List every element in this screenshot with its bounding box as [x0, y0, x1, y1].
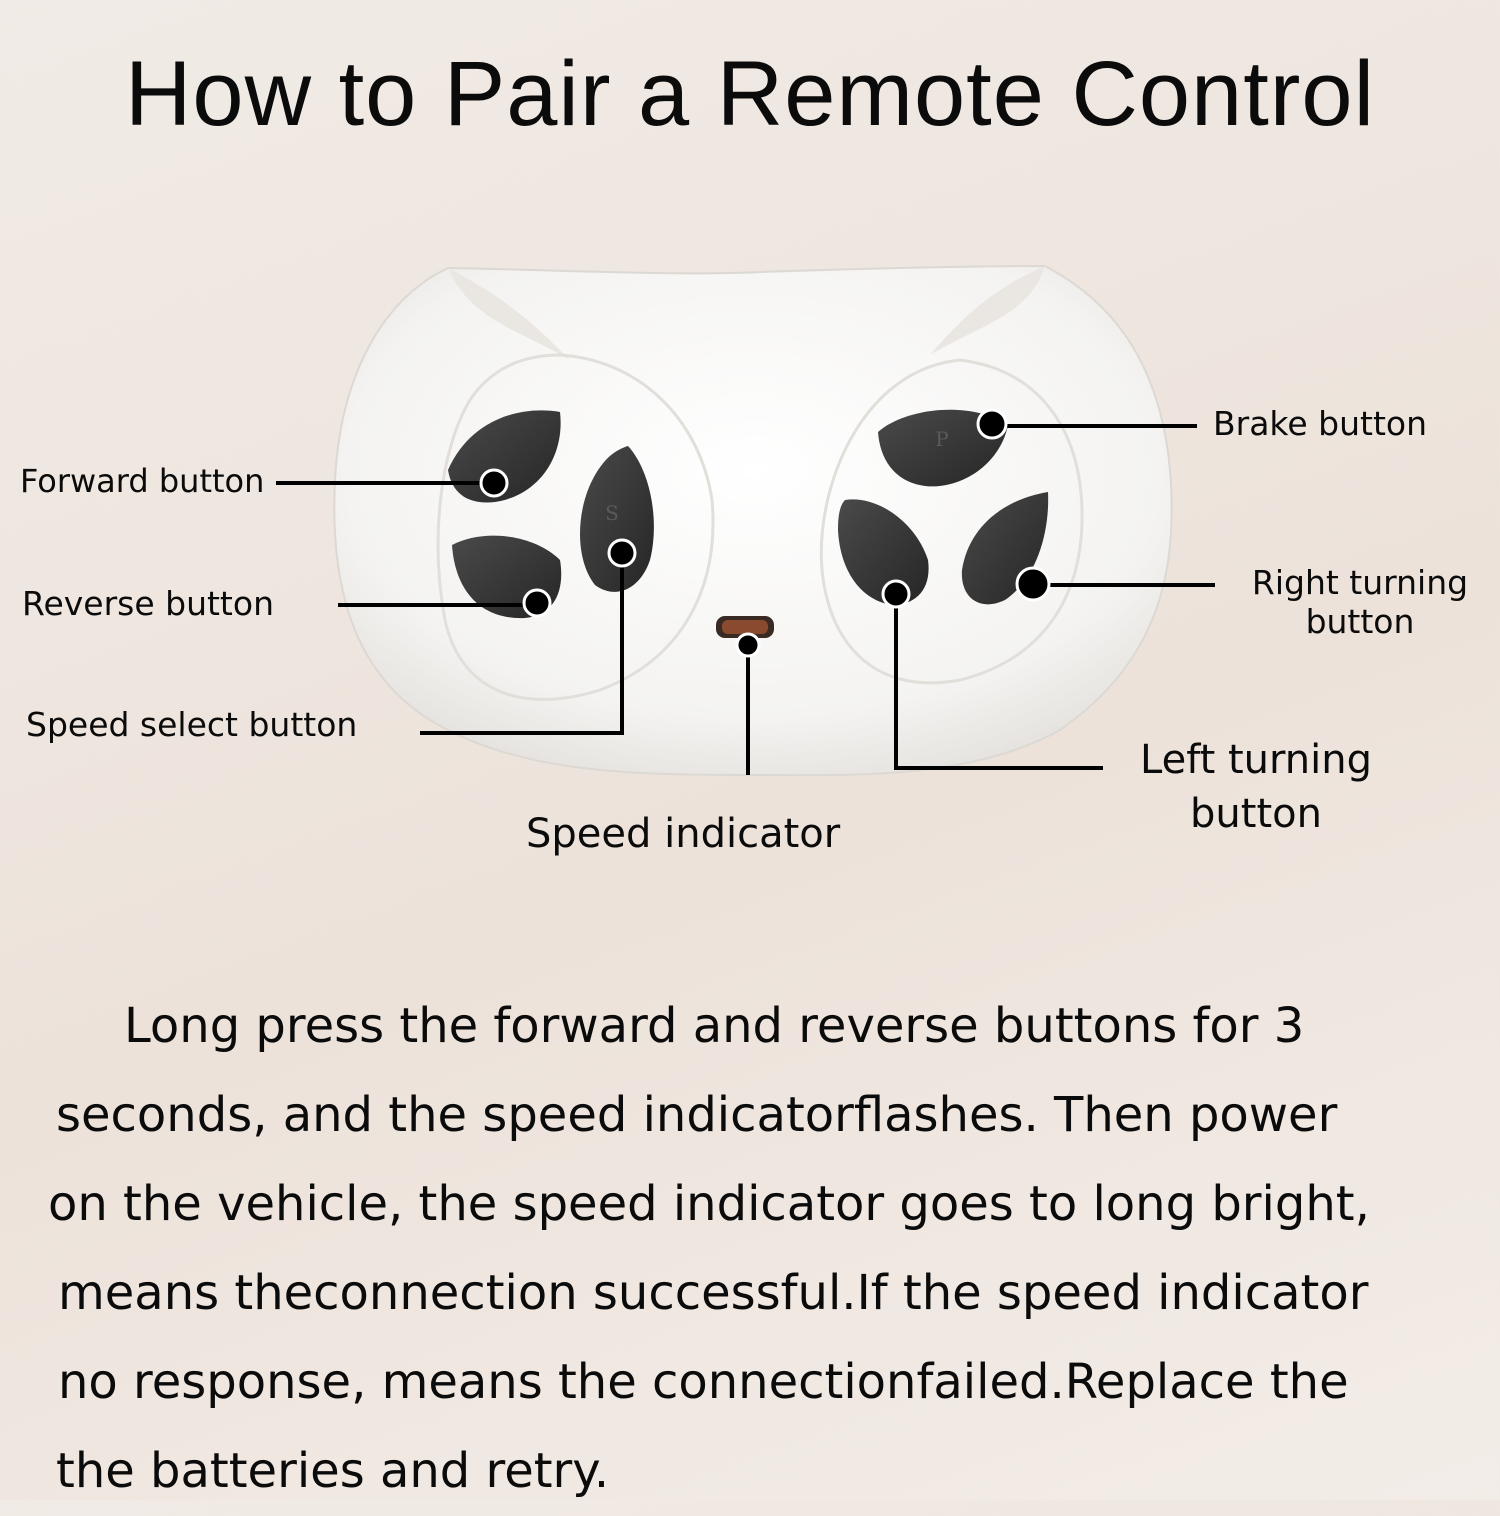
- instruction-line: on the vehicle, the speed indicator goes…: [48, 1176, 1370, 1232]
- page-title: How to Pair a Remote Control: [124, 43, 1376, 145]
- brake-button-label: Brake button: [1213, 404, 1428, 443]
- forward-button-label: Forward button: [20, 462, 265, 500]
- brake-dot: [976, 408, 1008, 440]
- brake-button[interactable]: [878, 409, 1008, 487]
- speed-select-label: Speed select button: [26, 705, 358, 744]
- instruction-line: no response, means the connectionfailed.…: [58, 1354, 1349, 1410]
- right-turning-line-2: button: [1305, 601, 1415, 641]
- left-turning-label: Left turning button: [1128, 733, 1384, 841]
- remote-body: [333, 264, 1173, 777]
- brake-glyph: P: [935, 427, 948, 451]
- forward-dot: [479, 468, 509, 498]
- left-turning-line-1: Left turning: [1140, 737, 1372, 783]
- forward-button[interactable]: [448, 410, 561, 503]
- reverse-button-label: Reverse button: [22, 584, 274, 623]
- speed-indicator-label: Speed indicator: [526, 811, 841, 857]
- left-turn-dot: [881, 579, 911, 609]
- reverse-dot: [522, 588, 552, 618]
- instruction-line: the batteries and retry.: [56, 1443, 610, 1499]
- left-turn-leader: [894, 594, 1103, 770]
- left-button-well: [436, 353, 715, 701]
- right-turning-label: Right turning button: [1232, 562, 1488, 644]
- right-turning-line-1: Right turning: [1251, 563, 1469, 602]
- right-button-well: [819, 358, 1084, 685]
- callout-dots: [479, 408, 1051, 658]
- remote-control: S P: [333, 264, 1173, 777]
- right-turn-dot: [1015, 566, 1051, 602]
- speed-indicator-dot: [735, 632, 761, 658]
- speed-select-dot: [607, 538, 637, 568]
- remote-ear-left: [448, 268, 570, 360]
- callouts: [276, 424, 1215, 775]
- instruction-line: Long press the forward and reverse butto…: [124, 998, 1305, 1054]
- left-turn-button[interactable]: [838, 499, 929, 605]
- speed-select-leader: [420, 553, 624, 735]
- left-turning-line-2: button: [1190, 791, 1322, 837]
- instruction-line: seconds, and the speed indicatorflashes.…: [56, 1087, 1338, 1143]
- remote-ear-right: [930, 266, 1045, 355]
- speed-indicator-light: [722, 620, 768, 634]
- speed-select-glyph: S: [605, 501, 619, 525]
- instruction-line: means theconnection successful.If the sp…: [58, 1265, 1369, 1321]
